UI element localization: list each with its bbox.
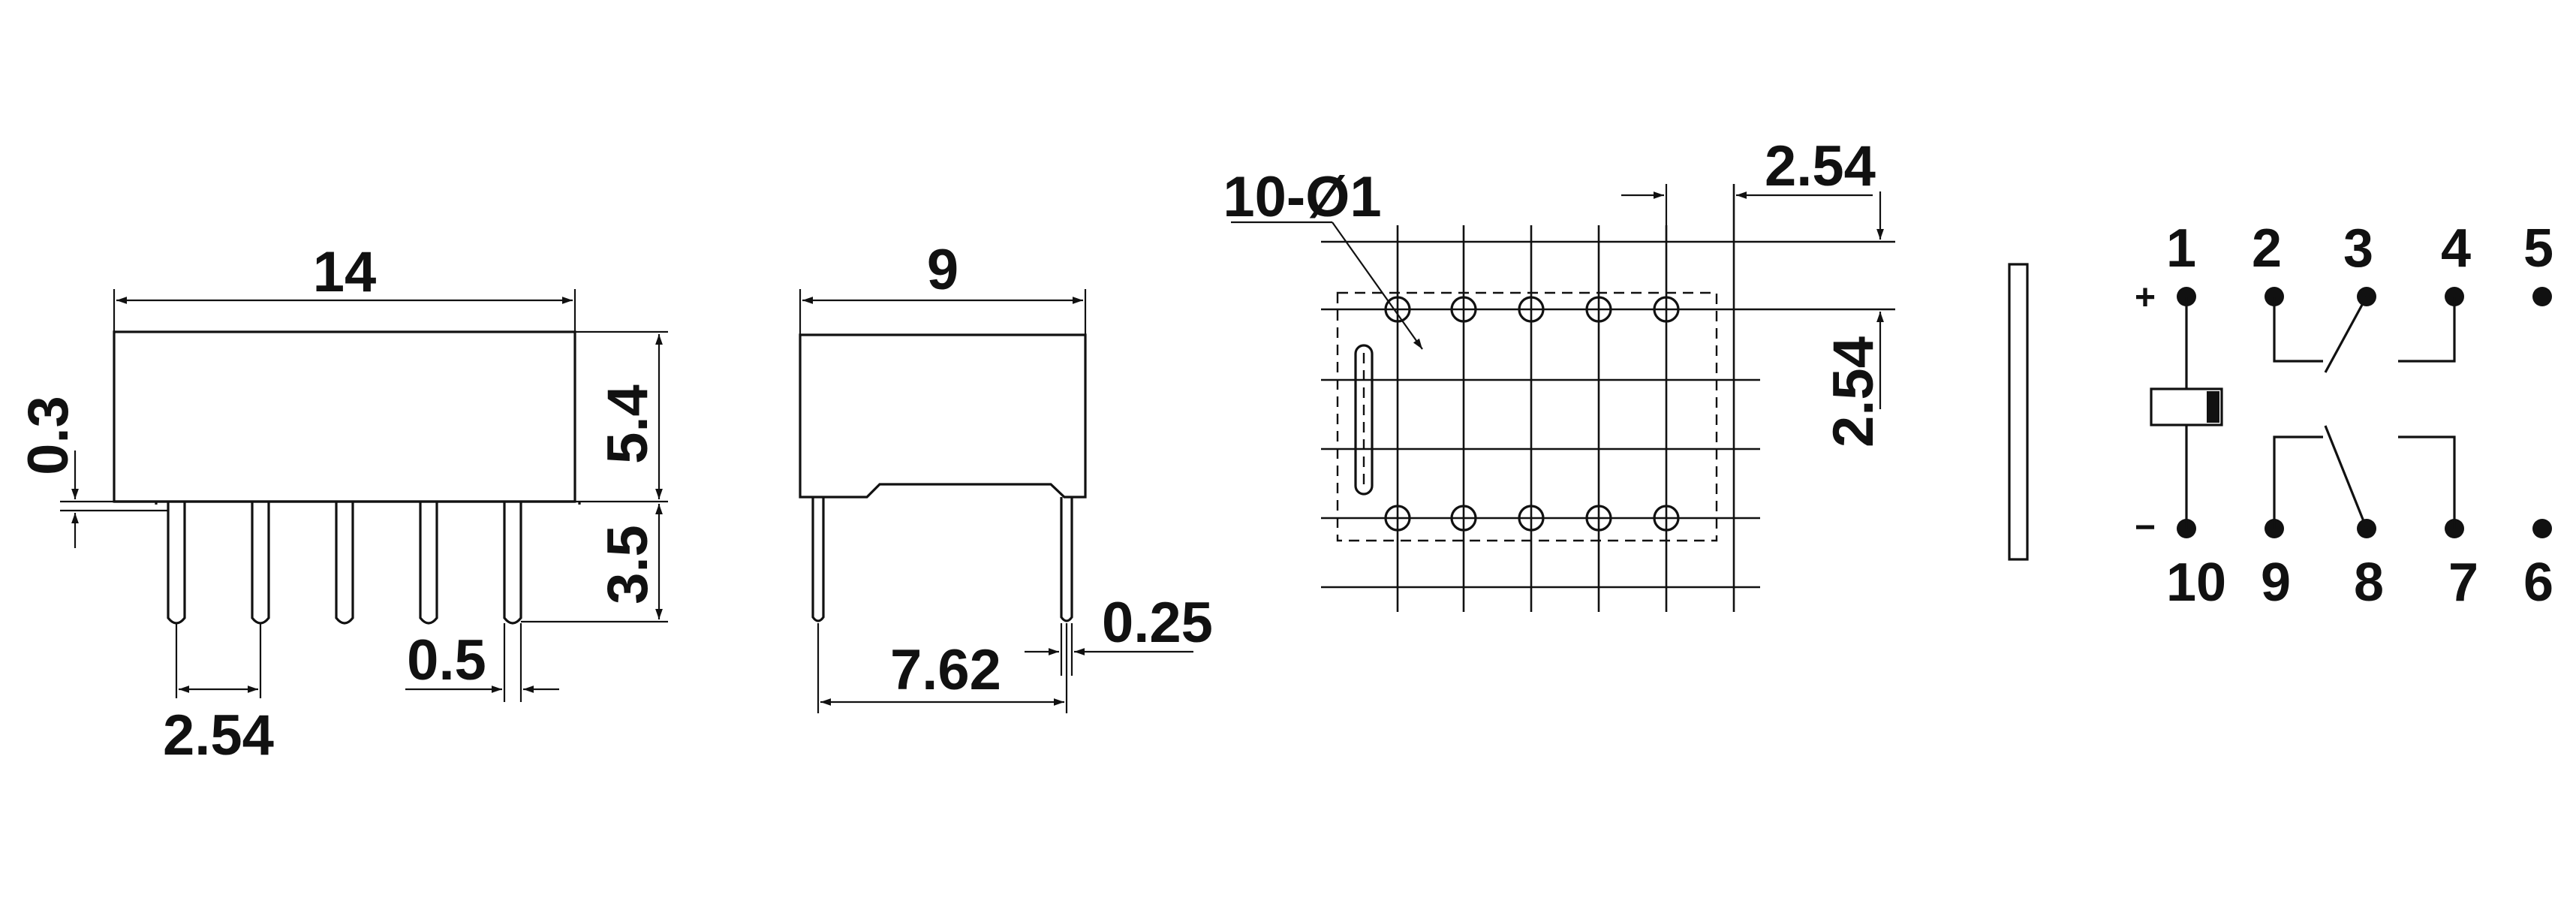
dim-row-spacing: 7.62	[817, 623, 1068, 713]
pin-label-9: 9	[2261, 553, 2291, 613]
dim-body-width: 14	[113, 240, 576, 332]
minus-sign: −	[2135, 508, 2156, 547]
end-view: 9 7.62 0.25	[799, 238, 1213, 713]
hole-spec-label: 10-Ø1	[1223, 165, 1381, 229]
dim-end-width: 9	[799, 238, 1087, 335]
dim-pin-length: 3.5	[521, 504, 668, 623]
side-pins	[167, 502, 522, 625]
side-view: 14 5.4 3.5 0.3 2.54	[17, 240, 668, 767]
pcb-layout: 10-Ø1 2.54 2.54	[1223, 134, 1895, 612]
dim-label-row-spacing: 7.62	[890, 638, 1001, 702]
pin-label-5: 5	[2523, 218, 2553, 279]
dim-label-grid-pitch-y: 2.54	[1822, 336, 1885, 447]
relay-body-side	[113, 330, 576, 503]
relay-body-end	[799, 333, 1087, 499]
hole-callout: 10-Ø1	[1223, 165, 1423, 350]
pcb-holes	[1384, 296, 1680, 532]
pin-label-2: 2	[2252, 218, 2282, 279]
contact-set-2	[2273, 425, 2456, 529]
pin-label-8: 8	[2354, 553, 2384, 613]
bottom-pin-labels: 10 9 8 7 6	[2166, 553, 2553, 613]
dim-label-pin-thickness: 0.25	[1102, 591, 1213, 655]
contact-set-1	[2273, 296, 2456, 373]
dim-grid-pitch-y: 2.54	[1822, 191, 1885, 447]
top-pin-labels: 1 2 3 4 5	[2166, 218, 2553, 279]
dim-pin-pitch: 2.54	[163, 623, 274, 767]
dim-grid-pitch-x: 2.54	[1621, 134, 1876, 242]
dim-label-pin-width: 0.5	[407, 628, 486, 692]
pin-label-10: 10	[2166, 553, 2226, 613]
end-pins	[811, 497, 1073, 622]
orientation-mark	[1354, 344, 1374, 496]
pin-label-4: 4	[2441, 218, 2471, 279]
dim-label-end-width: 9	[927, 238, 958, 302]
dim-label-grid-pitch-x: 2.54	[1765, 134, 1876, 198]
dim-pin-thickness: 0.25	[1025, 591, 1213, 676]
dim-pin-width: 0.5	[405, 623, 559, 702]
pin-label-7: 7	[2448, 553, 2478, 613]
dim-label-standoff: 0.3	[17, 396, 80, 475]
dim-body-height: 5.4	[575, 330, 668, 503]
plus-sign: +	[2135, 278, 2156, 318]
relay-outline	[1336, 291, 1718, 542]
schematic-terminals	[2177, 287, 2552, 538]
dim-label-pin-length: 3.5	[596, 525, 660, 604]
schematic: 1 2 3 4 5 10 9 8 7 6 + −	[2135, 218, 2553, 613]
dim-label-pin-pitch: 2.54	[163, 704, 274, 767]
dim-standoff: 0.3	[17, 396, 168, 548]
relay-coil	[2150, 297, 2223, 529]
pcb-section	[2008, 263, 2029, 561]
pcb-grid	[1321, 184, 1895, 612]
pin-label-3: 3	[2343, 218, 2373, 279]
dim-label-body-width: 14	[313, 240, 377, 304]
pin-label-1: 1	[2166, 218, 2196, 279]
pin-label-6: 6	[2523, 553, 2553, 613]
dim-label-body-height: 5.4	[596, 384, 660, 464]
